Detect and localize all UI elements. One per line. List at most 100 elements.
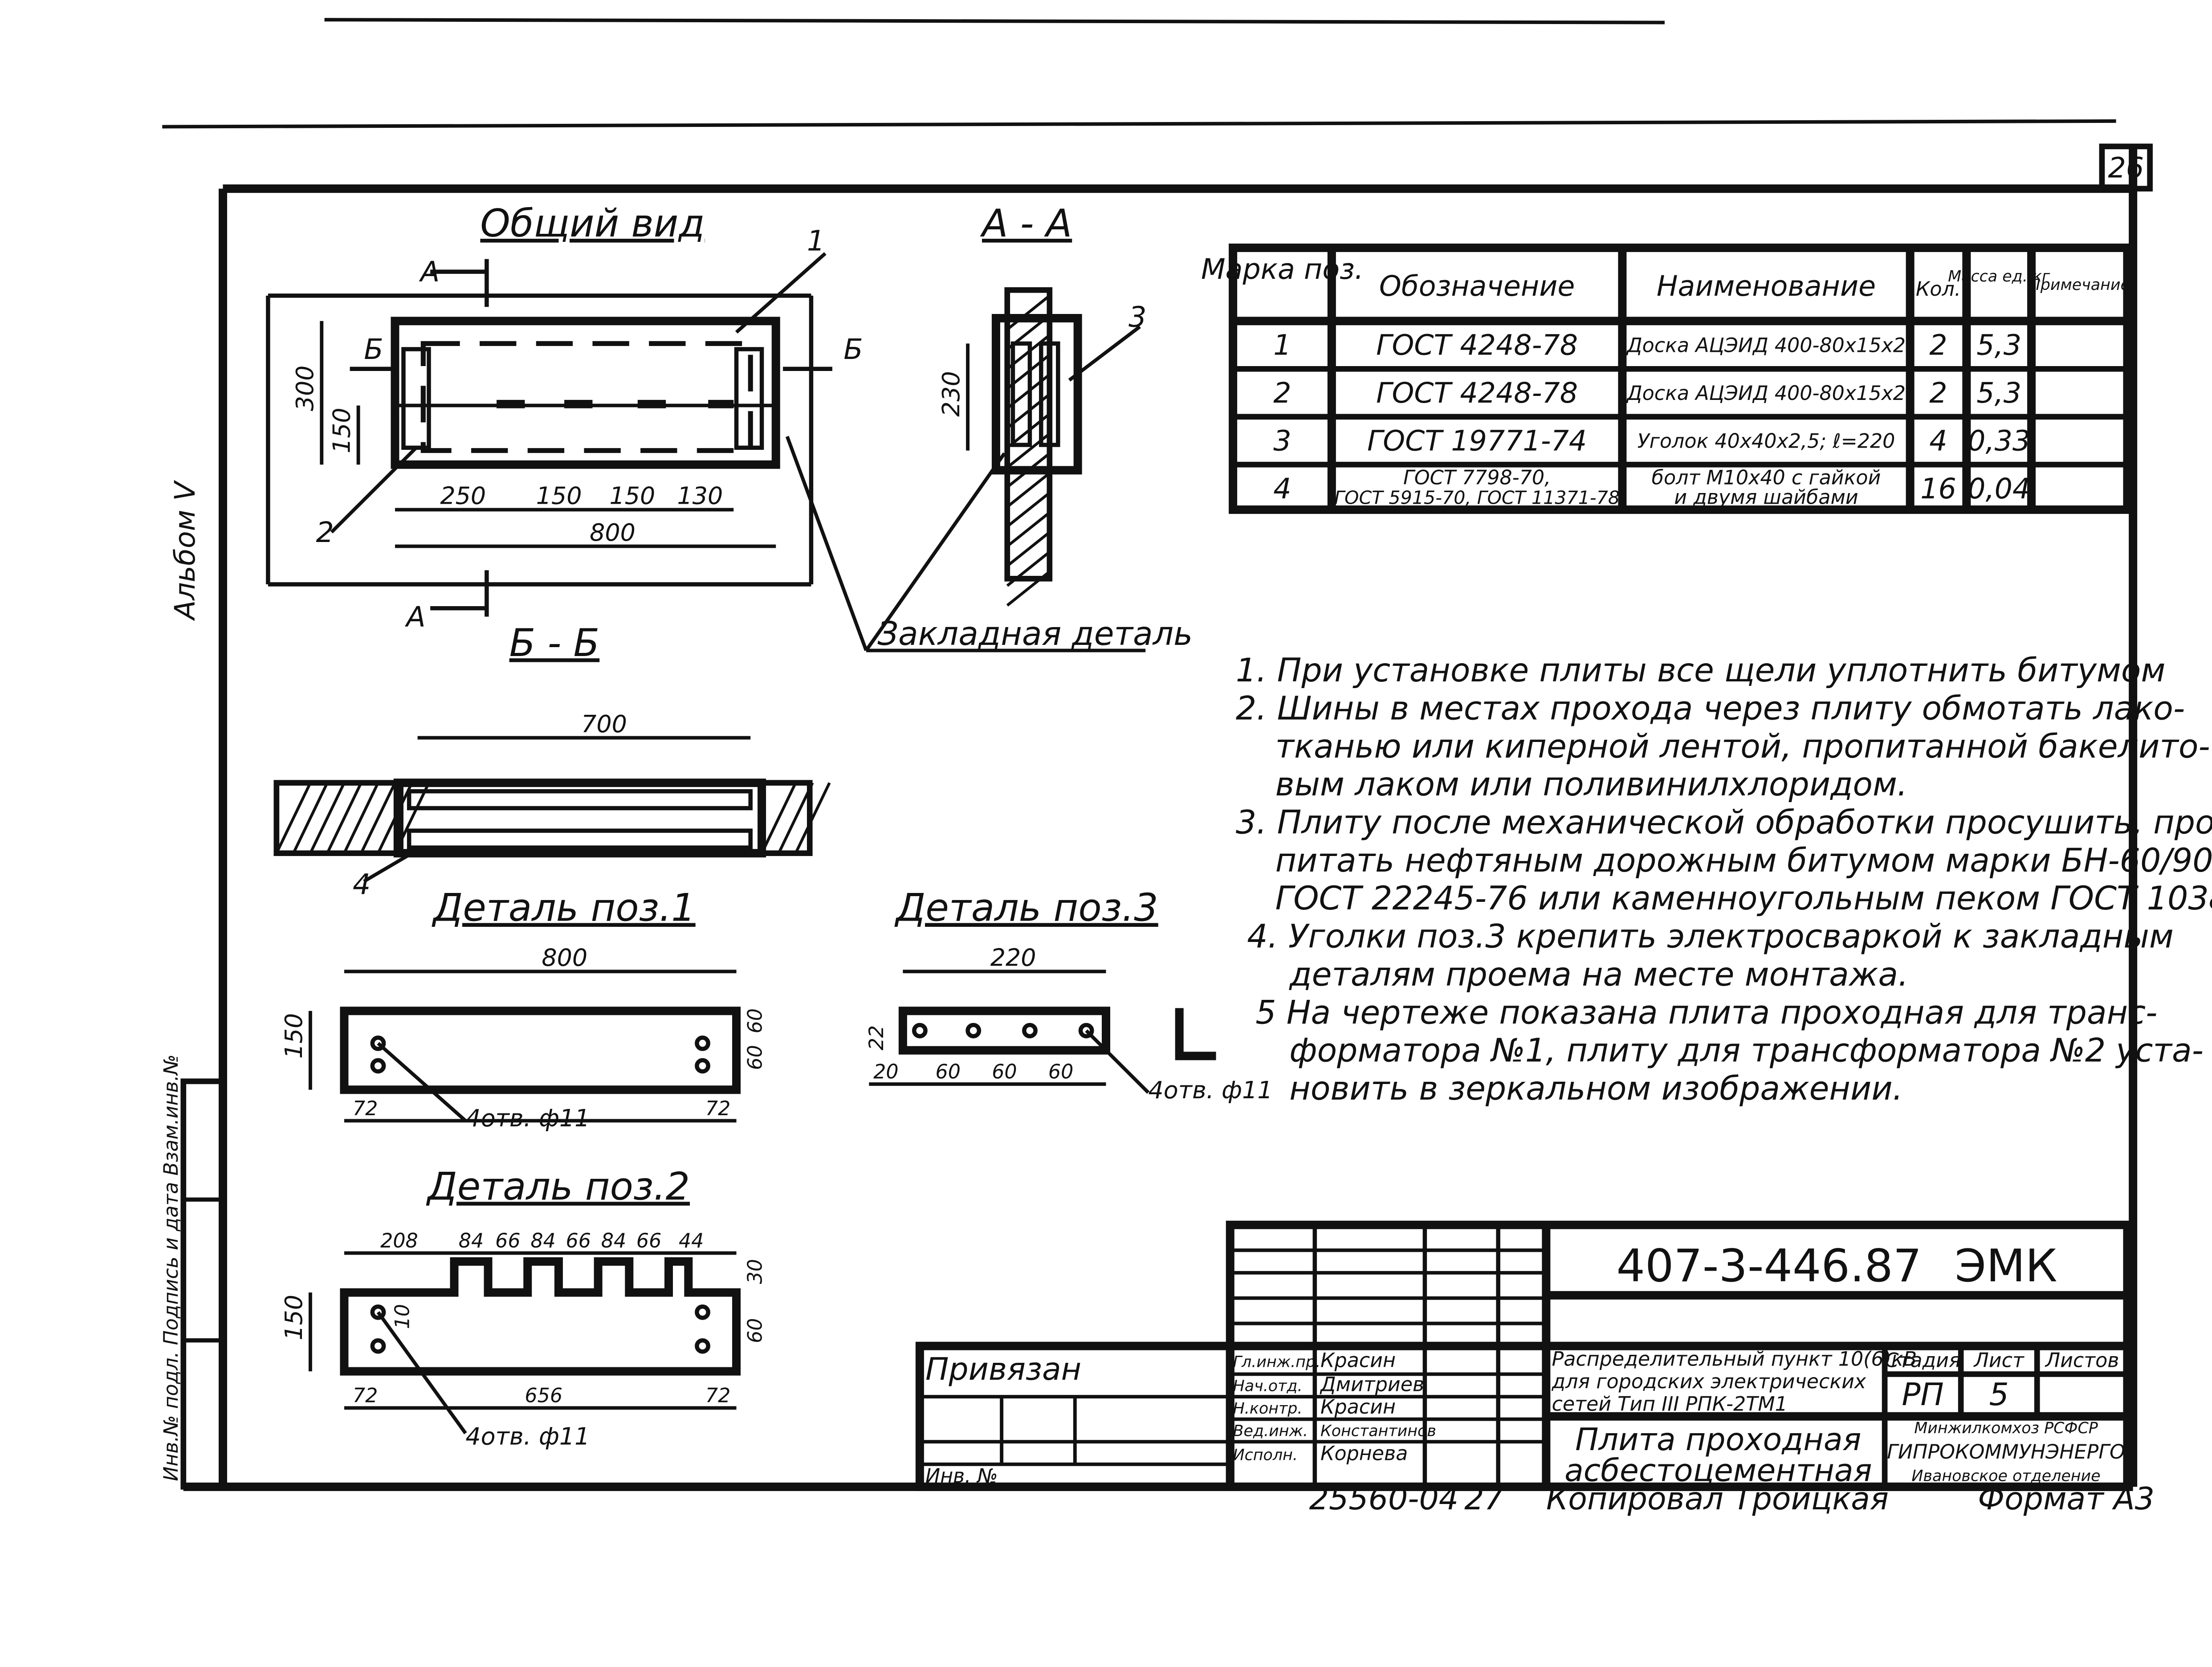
spec-header-mass: Масса ед. кг: [1948, 268, 2050, 285]
hatch-line: [1006, 550, 1051, 587]
callout-4: 4: [353, 868, 371, 901]
detail-2-holes-leader: [376, 1311, 467, 1435]
detail-2-top-dim: 84: [459, 1230, 484, 1252]
spec-header-name: Наименование: [1657, 269, 1876, 302]
detail-2-dim-30: 30: [744, 1259, 767, 1284]
detail-3-hole: [965, 1023, 982, 1039]
drawing-title-line1: Плита проходная: [1575, 1422, 1861, 1458]
dim-150: 150: [328, 408, 356, 453]
hatch-line: [1006, 531, 1051, 567]
hatch-line: [1006, 491, 1051, 528]
detail-2-hole: [695, 1304, 710, 1320]
spec-row-2-code: ГОСТ 4248-78: [1376, 376, 1578, 409]
note-line: 3. Плиту после механической обработки пр…: [1236, 804, 2212, 842]
archive-number: 25560-04: [1309, 1481, 1458, 1517]
callout-3: 3: [1128, 300, 1146, 333]
hatch-line: [777, 782, 814, 854]
detail-2-dim-10: 10: [391, 1304, 414, 1329]
stage-value: РП: [1902, 1377, 1943, 1413]
detail-3-bottom-dim: 60: [1048, 1061, 1073, 1084]
tb-role: Гл.инж.пр.: [1233, 1353, 1321, 1371]
detail-1-hole: [370, 1058, 386, 1074]
dim-130: 130: [677, 482, 723, 510]
dim-250: 250: [440, 482, 486, 510]
spec-row-2-name: Доска АЦЭИД 400-80х15х2: [1626, 382, 1906, 405]
detail-2-top-dim: 44: [679, 1230, 704, 1252]
note-line: 5 На чертеже показана плита проходная дл…: [1255, 994, 2157, 1031]
doc-series: ЭМК: [1955, 1239, 2057, 1292]
drawing-title-line2: асбестоцементная: [1564, 1453, 1872, 1489]
doc-code: 407-3-446.87: [1616, 1239, 1922, 1292]
tb-name: Константинов: [1320, 1422, 1436, 1440]
detail-2-hole: [370, 1338, 386, 1354]
stage-header: Стадия: [1885, 1349, 1961, 1372]
detail-2-dim-60: 60: [744, 1318, 767, 1343]
detail-2-dim-656: 656: [525, 1385, 562, 1407]
hatch-line: [326, 782, 363, 854]
embed-leader-2: [864, 452, 1006, 652]
hatch-line: [275, 782, 312, 854]
note-line: тканью или киперной лентой, пропитанной …: [1275, 728, 2210, 766]
detail-1-hole: [695, 1035, 710, 1051]
org-line3: Ивановское отделение: [1911, 1467, 2100, 1485]
callout-3-leader: [1068, 325, 1141, 382]
spec-row-4-mass: 0,04: [1968, 472, 2030, 505]
board-right-section: [1039, 341, 1060, 447]
hatch-line: [1006, 571, 1051, 607]
tb-name: Корнева: [1320, 1442, 1408, 1465]
note-line: 2. Шины в местах прохода через плиту обм…: [1236, 690, 2185, 728]
detail-2-top-dim: 84: [530, 1230, 555, 1252]
note-line: новить в зеркальном изображении.: [1289, 1070, 1903, 1108]
sheets-header: Листов: [2045, 1349, 2119, 1372]
spec-header-pos: Марка поз.: [1201, 253, 1364, 285]
spec-row-4-name-line1: болт М10х40 с гайкой: [1652, 467, 1881, 489]
section-a-label-top: А: [419, 255, 440, 288]
spec-header-qty: Кол.: [1916, 278, 1961, 301]
detail-3-dim-22: 22: [865, 1025, 888, 1050]
detail-3-hole: [1078, 1023, 1094, 1039]
embed-label: Закладная деталь: [877, 615, 1193, 653]
note-line: деталям проема на месте монтажа.: [1288, 956, 1908, 994]
inv-label: Инв. №: [925, 1465, 998, 1488]
bound-label: Привязан: [925, 1351, 1081, 1387]
spec-row-3-qty: 4: [1929, 424, 1947, 457]
hatch-line: [343, 782, 379, 854]
detail-2-top-dim: 66: [636, 1230, 661, 1252]
detail-1-dim-72a: 72: [353, 1097, 378, 1120]
hatch-line: [360, 782, 396, 854]
sheet-header: Лист: [1973, 1349, 2025, 1372]
archive-sheet: 27: [1464, 1481, 1504, 1517]
title-block-grid: [915, 1220, 2132, 1491]
spec-row-3-code: ГОСТ 19771-74: [1367, 424, 1587, 457]
spec-table: [1229, 243, 2132, 514]
detail-3-holes: 4отв. ф11: [1149, 1076, 1273, 1104]
embed-leader: [785, 436, 868, 651]
detail-1-hole: [695, 1058, 710, 1074]
page-number: 26: [2108, 151, 2144, 184]
project-line3: сетей Тип III РПК-2ТМ1: [1552, 1393, 1788, 1416]
spec-row-2-pos: 2: [1273, 376, 1291, 409]
spec-row-1-pos: 1: [1273, 329, 1291, 362]
spec-header-note: Примечание: [2029, 276, 2130, 294]
tb-name: Красин: [1320, 1396, 1396, 1418]
detail-2-hole: [370, 1304, 386, 1320]
detail-3-dim-220: 220: [990, 944, 1036, 972]
wall-right: [759, 780, 813, 856]
board-top-bb: [407, 789, 753, 811]
detail-1-dim-60b: 60: [744, 1045, 767, 1070]
detail-3-bottom-dim: 60: [935, 1061, 960, 1084]
section-a-label-bottom: А: [404, 600, 425, 633]
note-line: 4. Уголки поз.3 крепить электросваркой к…: [1247, 918, 2174, 956]
detail-2-dim-72a: 72: [353, 1385, 378, 1407]
note-line: 1. При установке плиты все щели уплотнит…: [1236, 652, 2165, 689]
callout-1-leader: [735, 252, 827, 334]
hatch-line: [309, 782, 346, 854]
spec-row-1-name: Доска АЦЭИД 400-80х15х2: [1626, 334, 1906, 357]
detail-3-title: Деталь поз.3: [894, 886, 1158, 930]
side-stamp-label: Инв.№ подл. Подпись и дата Взам.инв.№: [160, 1054, 183, 1481]
note-line: форматора №1, плиту для трансформатора №…: [1289, 1032, 2204, 1070]
detail-2-top-dim: 66: [566, 1230, 591, 1252]
section-b-label-left: Б: [364, 333, 383, 366]
